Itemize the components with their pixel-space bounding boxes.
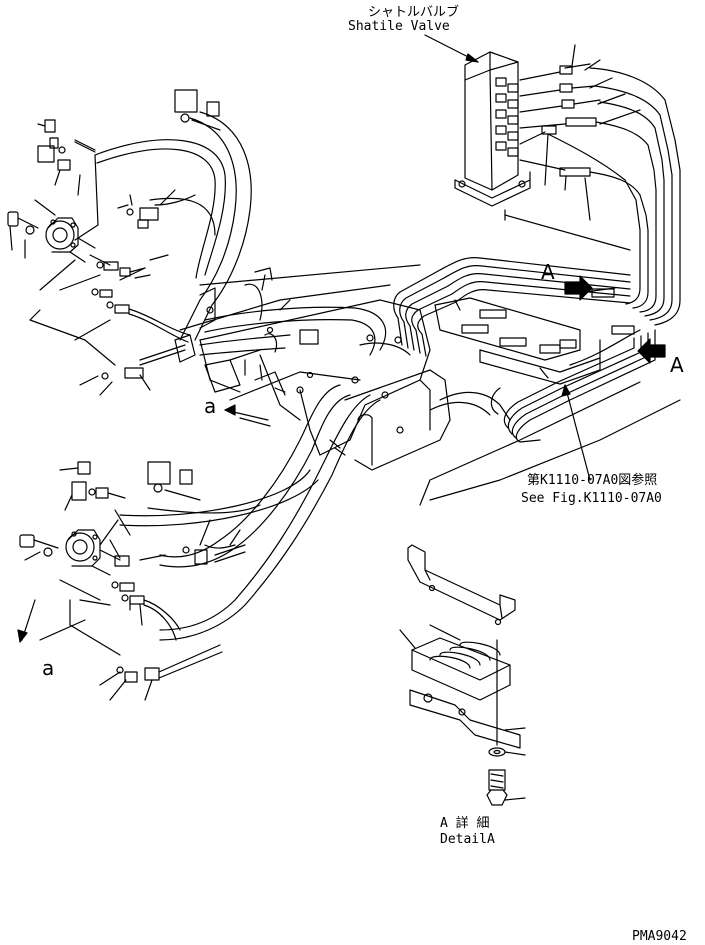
section-a-label-upper: a bbox=[204, 394, 217, 418]
tray-bracket bbox=[434, 297, 601, 385]
ppc-valve-upper bbox=[7, 199, 191, 380]
fittings-upper-left bbox=[37, 89, 221, 281]
detail-a-label-en: DetailA bbox=[440, 832, 495, 847]
drawing-number: PMA9042 bbox=[632, 929, 687, 944]
shuttle-ports bbox=[495, 77, 519, 157]
view-a-label-lower: A bbox=[670, 353, 684, 377]
bracket-upper-center bbox=[174, 267, 286, 396]
leader-lines bbox=[24, 139, 291, 701]
view-a-arrows bbox=[564, 275, 666, 364]
shuttle-valve-label-en: Shatile Valve bbox=[348, 19, 450, 34]
machine-frame bbox=[179, 209, 681, 506]
detail-a bbox=[399, 544, 526, 806]
view-a-label-upper: A bbox=[541, 260, 555, 284]
section-a-label-lower: a bbox=[42, 656, 55, 680]
hose-bundle-lower-center bbox=[119, 384, 511, 641]
reference-label-en: See Fig.K1110-07A0 bbox=[521, 491, 662, 506]
pipe-bundle-right bbox=[547, 67, 681, 326]
reference-label-jp: 第K1110-07A0図参照 bbox=[527, 473, 658, 488]
pipe-bundle-tray bbox=[393, 257, 641, 366]
fittings-lower-left bbox=[71, 461, 246, 565]
ppc-valve-lower bbox=[19, 529, 223, 683]
shuttle-fittings bbox=[519, 44, 641, 221]
shuttle-valve-label-jp: シャトルバルブ bbox=[368, 5, 460, 20]
detail-a-label-jp: A 詳 細 bbox=[440, 816, 490, 831]
pipe-bundle-lower bbox=[490, 329, 656, 443]
shuttle-valve bbox=[424, 34, 531, 207]
section-arrows bbox=[17, 404, 271, 643]
ref-leader bbox=[564, 384, 591, 481]
